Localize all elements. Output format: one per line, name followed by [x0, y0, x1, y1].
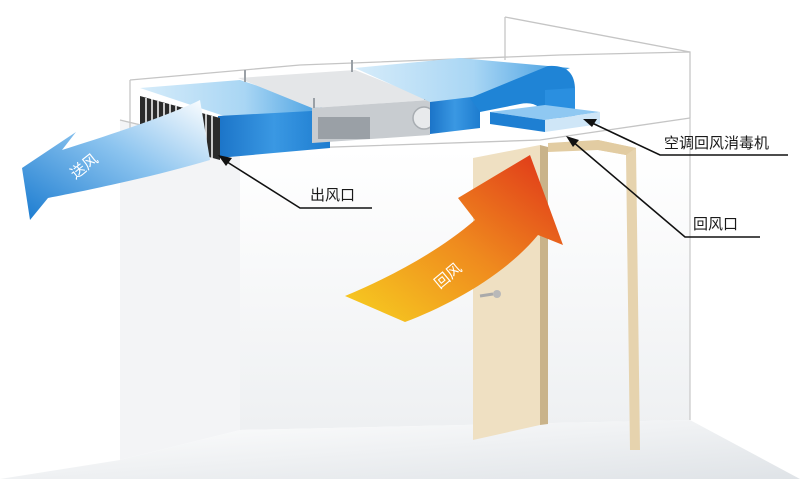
- ac-unit-top: [238, 70, 430, 108]
- leader-outlet: [223, 159, 372, 209]
- disinfector-body: [490, 112, 545, 132]
- side-wall: [120, 120, 240, 460]
- duct-right-front: [430, 96, 480, 134]
- disinfector-label: 空调回风消毒机: [664, 134, 770, 152]
- door-frame-right: [598, 140, 640, 450]
- disinfector-top: [490, 105, 600, 120]
- door-frame-top: [548, 140, 636, 155]
- door-handle: [493, 290, 501, 298]
- outlet-label: 出风口: [310, 186, 356, 204]
- leader-disinfector: [589, 121, 788, 156]
- duct-left-top: [140, 80, 330, 118]
- return-inlet-label: 回风口: [693, 215, 739, 233]
- return-air-arrow: [345, 155, 563, 322]
- duct-right-top: [355, 58, 570, 108]
- ac-unit-panel: [318, 117, 370, 139]
- leader-lines: [218, 119, 788, 238]
- supply-air-arrow: [22, 100, 210, 220]
- leader-return-inlet: [571, 140, 760, 238]
- duct-left-front: [218, 110, 330, 158]
- floor: [0, 420, 800, 479]
- disinfector-side: [545, 112, 600, 132]
